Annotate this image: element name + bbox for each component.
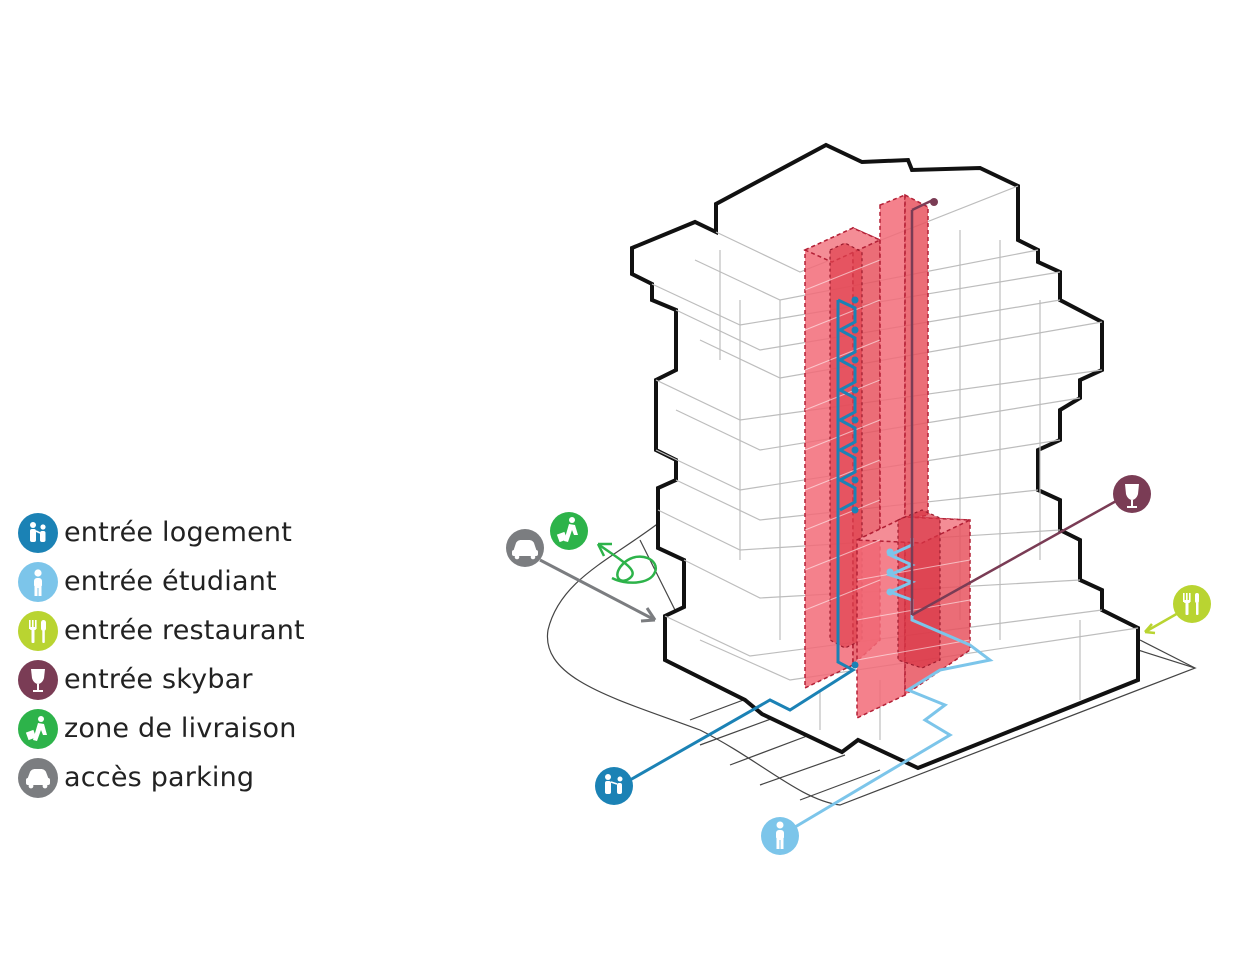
delivery-icon bbox=[18, 708, 58, 749]
badge-logement bbox=[595, 767, 633, 805]
route-skybar bbox=[910, 198, 1119, 617]
legend-item-restaurant: entrée restaurant bbox=[18, 606, 378, 655]
legend-label-parking: accès parking bbox=[64, 762, 255, 793]
family-icon bbox=[18, 512, 58, 553]
legend-label-etudiant: entrée étudiant bbox=[64, 566, 277, 597]
cutlery-icon bbox=[18, 610, 58, 651]
short-core-lift bbox=[897, 509, 941, 669]
legend-item-etudiant: entrée étudiant bbox=[18, 557, 378, 606]
legend: entrée logement entrée étudiant entrée r… bbox=[18, 508, 378, 802]
route-etudiant bbox=[789, 538, 994, 832]
logement-floor-dots bbox=[851, 296, 859, 669]
route-restaurant bbox=[1144, 610, 1181, 635]
legend-label-restaurant: entrée restaurant bbox=[64, 615, 305, 646]
car-icon bbox=[18, 757, 58, 798]
skybar-top-dot bbox=[930, 198, 938, 206]
shaft-front bbox=[879, 193, 906, 532]
legend-item-skybar: entrée skybar bbox=[18, 655, 378, 704]
etudiant-floor-dots bbox=[886, 548, 894, 596]
wine-glass-icon bbox=[18, 659, 58, 700]
legend-label-livraison: zone de livraison bbox=[64, 713, 297, 744]
badge-livraison bbox=[550, 512, 588, 550]
badge-etudiant bbox=[761, 817, 799, 855]
badge-skybar bbox=[1113, 475, 1151, 513]
legend-item-livraison: zone de livraison bbox=[18, 704, 378, 753]
person-icon bbox=[18, 561, 58, 602]
badge-restaurant bbox=[1173, 585, 1211, 623]
legend-item-parking: accès parking bbox=[18, 753, 378, 802]
route-livraison bbox=[596, 542, 657, 584]
legend-label-skybar: entrée skybar bbox=[64, 664, 253, 695]
short-core-front bbox=[856, 515, 906, 720]
route-parking bbox=[539, 558, 657, 623]
shaft-side bbox=[904, 193, 929, 521]
site-ground bbox=[546, 521, 1197, 806]
route-logement bbox=[629, 298, 857, 782]
badge-parking bbox=[506, 529, 544, 567]
legend-label-logement: entrée logement bbox=[64, 517, 293, 548]
block-lines bbox=[651, 185, 1139, 740]
legend-item-logement: entrée logement bbox=[18, 508, 378, 557]
